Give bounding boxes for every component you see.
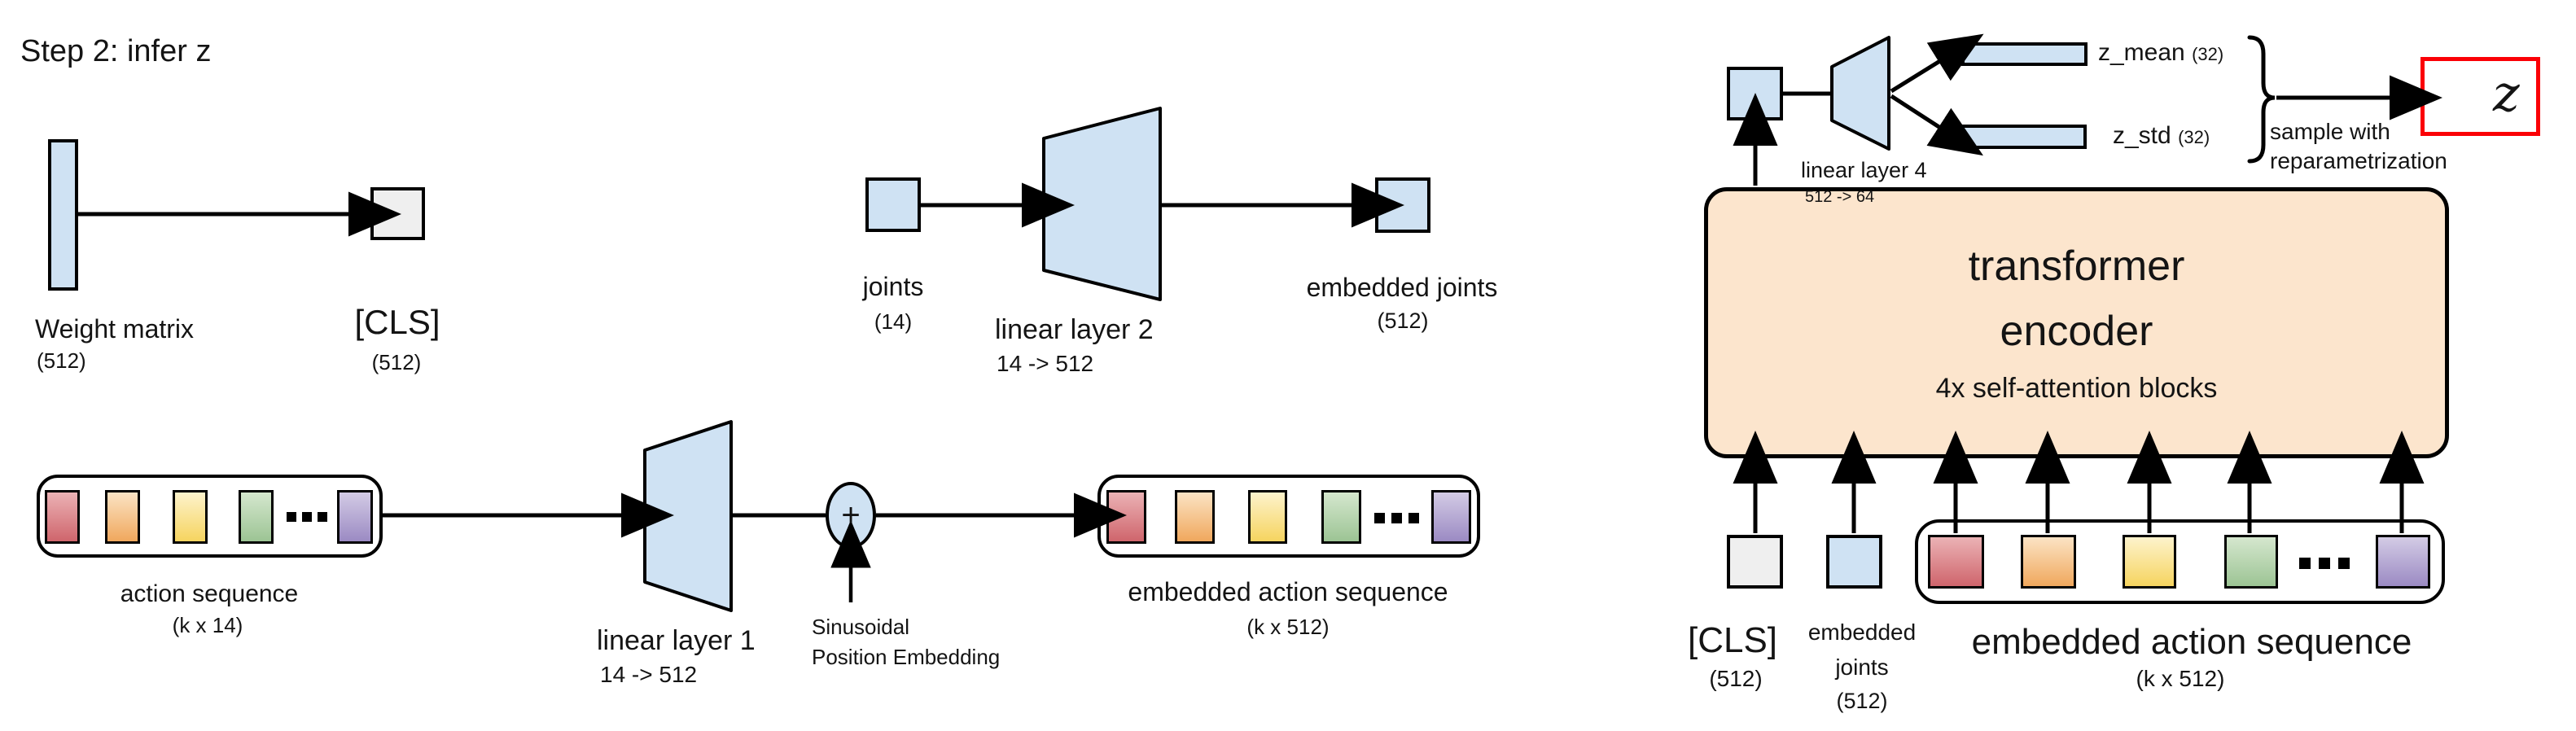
weight-matrix-bar xyxy=(48,139,78,291)
encoder-title-line2: encoder xyxy=(2000,307,2153,355)
encoder-token-green xyxy=(2224,535,2278,589)
z-mean-label-text: z_mean xyxy=(2098,39,2185,66)
arrow-linear4-to-zstd xyxy=(1890,94,1983,156)
z-mean-label: z_mean (32) xyxy=(2098,39,2223,67)
cls-token-box-left xyxy=(370,187,425,240)
weight-matrix-dim: (512) xyxy=(37,348,86,373)
position-embedding-label-line1: Sinusoidal xyxy=(812,615,909,639)
embedded-action-token-yellow xyxy=(1248,490,1287,544)
encoder-output-box xyxy=(1727,67,1783,120)
embedded-action-sequence-label-mid: embedded action sequence xyxy=(1128,577,1448,606)
linear-layer-4-label: linear layer 4 xyxy=(1801,158,1927,182)
encoder-subtitle: 4x self-attention blocks xyxy=(1935,372,2218,404)
embedded-joints-label-encoder-line2: joints xyxy=(1835,654,1889,680)
encoder-token-orange xyxy=(2021,535,2076,589)
sample-label-line2: reparametrization xyxy=(2270,148,2447,173)
embedded-joints-label-mid: embedded joints xyxy=(1306,273,1498,302)
embedded-action-sequence-dim-encoder: (k x 512) xyxy=(2136,666,2225,691)
z-label: z xyxy=(2493,63,2520,123)
linear-layer-2-trapezoid xyxy=(1042,107,1162,301)
z-std-bar xyxy=(1961,125,2087,149)
joints-dim: (14) xyxy=(874,309,913,334)
embedded-action-sequence-label-encoder: embedded action sequence xyxy=(1971,622,2412,662)
embedded-action-sequence-container-mid xyxy=(1097,475,1480,558)
linear-layer-4-trapezoid xyxy=(1830,36,1890,151)
embedded-joints-box-encoder xyxy=(1826,535,1882,589)
embedded-action-sequence-container-encoder xyxy=(1915,519,2445,604)
transformer-encoder-box: transformer encoder 4x self-attention bl… xyxy=(1704,187,2449,458)
embedded-action-token-orange xyxy=(1175,490,1215,544)
action-sequence-container xyxy=(37,475,383,558)
encoder-title-line1: transformer xyxy=(1968,242,2185,290)
linear-layer-4-dims: 512 -> 64 xyxy=(1805,188,1875,206)
z-highlight-box xyxy=(2420,57,2540,136)
action-sequence-label: action sequence xyxy=(120,580,299,607)
position-embedding-label-line2: Position Embedding xyxy=(812,645,1001,669)
linear-layer-1-dims: 14 -> 512 xyxy=(600,662,698,687)
linear-layer-2-dims: 14 -> 512 xyxy=(997,351,1094,376)
embedded-action-token-purple xyxy=(1431,490,1471,544)
cls-label-left: [CLS] xyxy=(354,303,440,341)
cls-dim-left: (512) xyxy=(371,350,422,374)
linear-layer-1-label: linear layer 1 xyxy=(597,625,756,656)
encoder-token-purple xyxy=(2376,535,2430,589)
embedded-joints-dim-encoder: (512) xyxy=(1836,689,1888,713)
z-mean-bar xyxy=(1961,42,2088,66)
embedded-joints-box-mid xyxy=(1375,177,1430,233)
z-std-label-text: z_std xyxy=(2113,122,2171,149)
cls-token-box-encoder xyxy=(1727,535,1783,589)
cls-label-encoder: [CLS] xyxy=(1687,620,1778,660)
z-mean-dim: (32) xyxy=(2192,44,2224,64)
page-title: Step 2: infer z xyxy=(20,34,212,68)
action-token-orange xyxy=(105,490,140,544)
action-token-yellow xyxy=(173,490,208,544)
z-std-dim: (32) xyxy=(2178,127,2210,147)
embedded-joints-dim-mid: (512) xyxy=(1377,309,1429,333)
plus-icon: + xyxy=(841,497,861,533)
arrow-linear4-to-zmean xyxy=(1890,33,1984,94)
z-std-label: z_std (32) xyxy=(2113,122,2210,150)
embedded-action-sequence-dim-mid: (k x 512) xyxy=(1246,615,1330,639)
encoder-token-yellow xyxy=(2123,535,2176,589)
embedded-action-token-green xyxy=(1321,490,1361,544)
action-token-red xyxy=(45,490,80,544)
encoder-token-red xyxy=(1928,535,1984,589)
sample-label-line1: sample with xyxy=(2270,119,2390,144)
embedded-action-token-red xyxy=(1106,490,1146,544)
weight-matrix-label: Weight matrix xyxy=(35,314,195,344)
action-token-purple xyxy=(337,490,373,544)
cls-dim-encoder: (512) xyxy=(1709,666,1763,691)
joints-label: joints xyxy=(862,272,924,301)
embedded-joints-label-encoder-line1: embedded xyxy=(1807,619,1917,645)
action-sequence-dim: (k x 14) xyxy=(172,613,243,637)
action-token-green xyxy=(239,490,274,544)
linear-layer-2-label: linear layer 2 xyxy=(995,314,1154,345)
linear-layer-1-trapezoid xyxy=(643,420,733,612)
joints-box xyxy=(865,177,921,232)
